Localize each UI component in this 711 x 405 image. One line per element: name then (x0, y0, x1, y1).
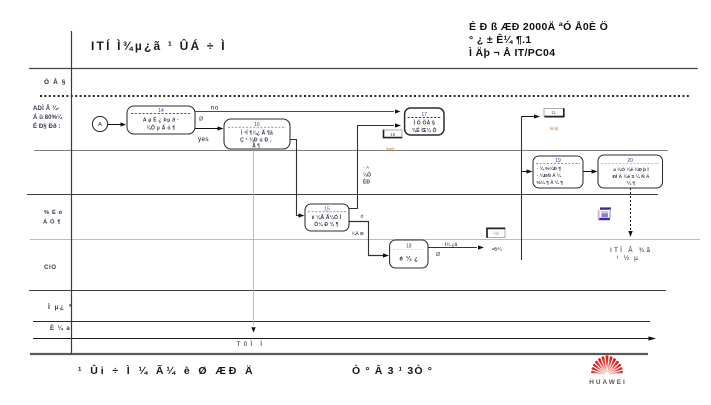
svg-text:É Ð§ Ðð :: É Ð§ Ðð : (33, 122, 61, 130)
svg-text:ITÍ Â ¾ã: ITÍ Â ¾ã (610, 245, 652, 254)
svg-text:CIO: CIO (44, 264, 57, 271)
svg-text:¾Ô µ Ã ó ¶: ¾Ô µ Ã ó ¶ (147, 123, 176, 131)
svg-text:a ¼Ò ¼é ¼Ð þ Ì: a ¼Ò ¼é ¼Ð þ Ì (613, 165, 649, 173)
svg-text:HUAWEI: HUAWEI (589, 379, 627, 386)
svg-text:Ø: Ø (436, 252, 441, 258)
svg-text:% É ó: % É ó (44, 208, 63, 216)
svg-text:ADÌ Â ¼-: ADÌ Â ¼- (33, 104, 60, 112)
svg-text:¹ ½ µ: ¹ ½ µ (617, 254, 640, 262)
svg-text:Ç ¹ ¾Ð ú Ð ,: Ç ¹ ¾Ð ú Ð , (240, 137, 272, 144)
svg-text:A: A (98, 122, 102, 128)
svg-text:19: 19 (555, 158, 561, 164)
svg-text:16: 16 (254, 122, 260, 128)
svg-text:¼ ¶: ¼ ¶ (627, 180, 635, 187)
svg-text:Ì ªÍ ¶¼¿ Ã ¶ã: Ì ªÍ ¶¼¿ Ã ¶ã (240, 128, 273, 136)
svg-text:Ó Å §: Ó Å § (44, 77, 67, 86)
svg-text:Á ü 80%¼: Á ü 80%¼ (33, 114, 63, 121)
svg-text:¾É Œ¼ Ò: ¾É Œ¼ Ò (412, 126, 437, 134)
svg-text:Ì µ¿ ª: Ì µ¿ ª (47, 302, 73, 311)
svg-text:¼Ã Ð: ¼Ã Ð (352, 230, 365, 237)
svg-text:· ¼ÐÑ Â ¼: · ¼ÐÑ Â ¼ (537, 172, 562, 179)
svg-text:ÈÐ: ÈÐ (363, 178, 370, 186)
svg-text:é ¼ ¿: é ¼ ¿ (399, 255, 418, 263)
svg-text:20: 20 (627, 158, 633, 164)
svg-text:¼Ò: ¼Ò (363, 171, 371, 179)
svg-text:Ò¼ Ð ¾ ¶: Ò¼ Ð ¾ ¶ (314, 220, 338, 228)
svg-text:· ¼ %¼Ð ¶: · ¼ %¼Ð ¶ (537, 165, 561, 172)
svg-text:18: 18 (390, 132, 396, 137)
svg-text:17: 17 (422, 112, 428, 118)
svg-text:11: 11 (551, 110, 556, 115)
svg-text:14: 14 (158, 108, 164, 114)
svg-text:é ¼Ã Ã¼Ò Ì: é ¼Ã Ã¼Ò Ì (312, 213, 342, 221)
svg-text:kmþ: kmþ (387, 146, 396, 151)
svg-text:· Ì¾ ¿ã: · Ì¾ ¿ã (442, 240, 458, 248)
svg-text:È ¼ a: È ¼ a (50, 324, 71, 332)
svg-text:A µ É ¿ Þµ ð ·: A µ É ¿ Þµ ð · (143, 116, 179, 124)
svg-text:Á Ò ¶: Á Ò ¶ (43, 218, 61, 226)
svg-text:yes: yes (198, 136, 209, 143)
svg-text:Ì Ó ÖÅ §: Ì Ó ÖÅ § (413, 119, 435, 127)
svg-text:18: 18 (406, 243, 412, 249)
svg-text:ÐÌ Ã ¼é S ¼ Ñ Á: ÐÌ Ã ¼é S ¼ Ñ Á (612, 172, 650, 180)
svg-text:Ø: Ø (199, 117, 204, 123)
svg-text:T0Ì Ì: T0Ì Ì (237, 339, 266, 348)
svg-text:· ^: · ^ (364, 166, 370, 171)
svg-text:%¼ ¶ Â ¼ ¶: %¼ ¶ Â ¼ ¶ (537, 179, 564, 186)
svg-text:kmþ: kmþ (550, 126, 559, 131)
svg-text:15: 15 (324, 207, 330, 213)
svg-text:ó: ó (361, 214, 364, 220)
svg-text:»Ð¼: »Ð¼ (492, 245, 503, 252)
svg-text:¼é: ¼é (493, 231, 499, 236)
svg-text:Ã ¶: Ã ¶ (252, 143, 260, 150)
svg-text:no: no (211, 105, 219, 112)
